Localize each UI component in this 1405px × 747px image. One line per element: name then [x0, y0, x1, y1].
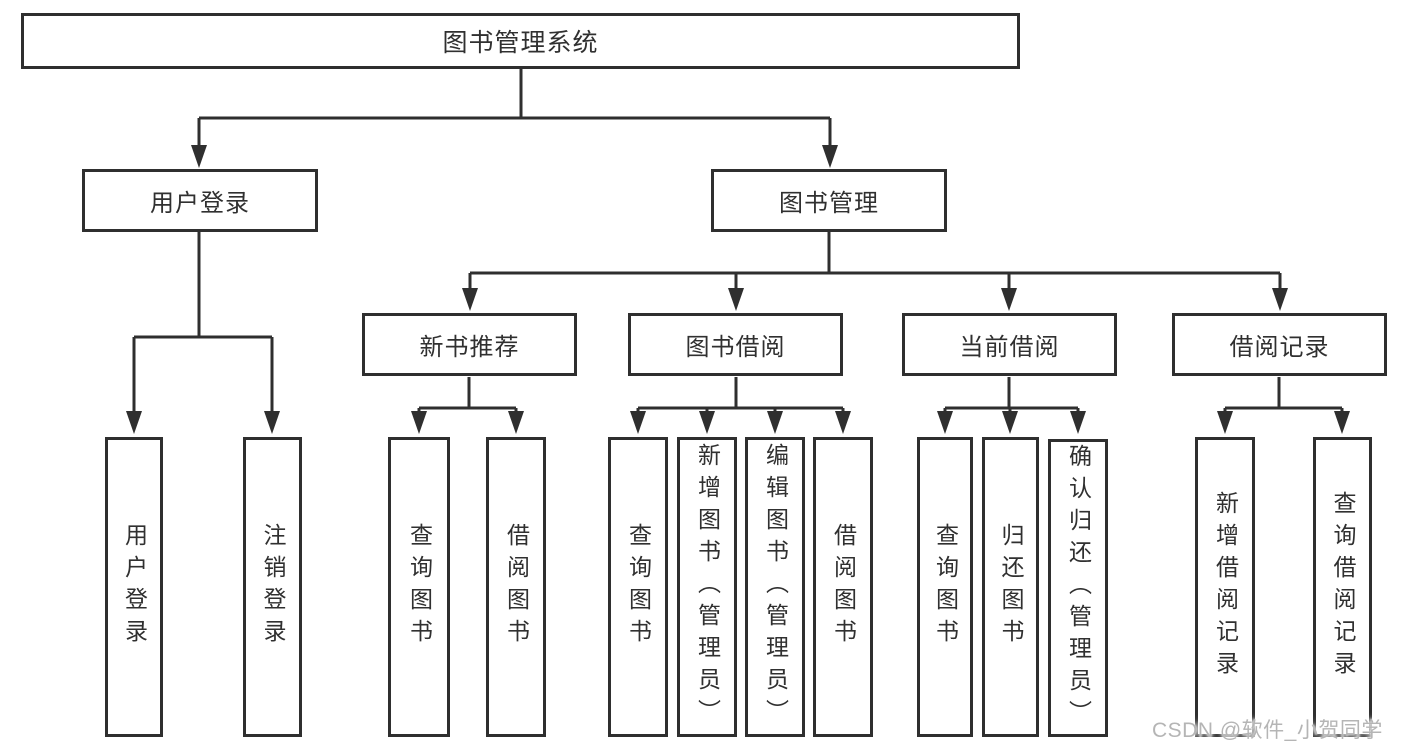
node-leaf-query-borrow-record: 查询借阅记录 [1313, 437, 1372, 737]
node-leaf-borrow-book-1: 借阅图书 [486, 437, 546, 737]
node-root: 图书管理系统 [21, 13, 1020, 69]
node-current-borrowing: 当前借阅 [902, 313, 1117, 376]
node-label: 新增借阅记录 [1212, 491, 1239, 683]
node-leaf-query-book-3: 查询图书 [917, 437, 973, 737]
node-book-management: 图书管理 [711, 169, 947, 232]
node-leaf-return-book: 归还图书 [982, 437, 1039, 737]
node-leaf-add-book-admin: 新增图书（管理员） [677, 437, 737, 737]
node-leaf-confirm-return-admin: 确认归还（管理员） [1048, 439, 1108, 737]
node-label: 图书借阅 [685, 334, 786, 361]
node-leaf-query-book-2: 查询图书 [608, 437, 668, 737]
node-label: 注销登录 [260, 523, 286, 651]
node-user-login: 用户登录 [82, 169, 318, 232]
node-label: 借阅图书 [830, 523, 857, 651]
node-book-borrowing: 图书借阅 [628, 313, 843, 376]
node-label: 新书推荐 [419, 334, 520, 361]
node-label: 用户登录 [121, 523, 148, 651]
node-new-book-recommend: 新书推荐 [362, 313, 577, 376]
node-label: 用户登录 [150, 190, 250, 217]
node-label: 查询借阅记录 [1330, 491, 1356, 683]
node-label: 查询图书 [625, 523, 652, 651]
node-leaf-borrow-book-2: 借阅图书 [813, 437, 873, 737]
node-leaf-user-login: 用户登录 [105, 437, 163, 737]
node-label: 编辑图书（管理员） [762, 443, 789, 731]
node-borrow-records: 借阅记录 [1172, 313, 1387, 376]
node-label: 图书管理系统 [442, 29, 599, 57]
node-label: 查询图书 [932, 523, 959, 651]
node-label: 借阅记录 [1229, 334, 1330, 361]
node-label: 确认归还（管理员） [1065, 444, 1092, 732]
node-label: 借阅图书 [503, 523, 530, 651]
node-leaf-edit-book-admin: 编辑图书（管理员） [745, 437, 805, 737]
node-leaf-query-book-1: 查询图书 [388, 437, 450, 737]
node-leaf-logout: 注销登录 [243, 437, 302, 737]
node-leaf-add-borrow-record: 新增借阅记录 [1195, 437, 1255, 737]
node-label: 当前借阅 [959, 334, 1060, 361]
node-label: 新增图书（管理员） [694, 443, 721, 731]
node-label: 图书管理 [779, 190, 879, 217]
csdn-watermark: CSDN @软件_小贺同学 [1152, 719, 1383, 742]
node-label: 查询图书 [406, 523, 433, 651]
node-label: 归还图书 [998, 523, 1024, 651]
